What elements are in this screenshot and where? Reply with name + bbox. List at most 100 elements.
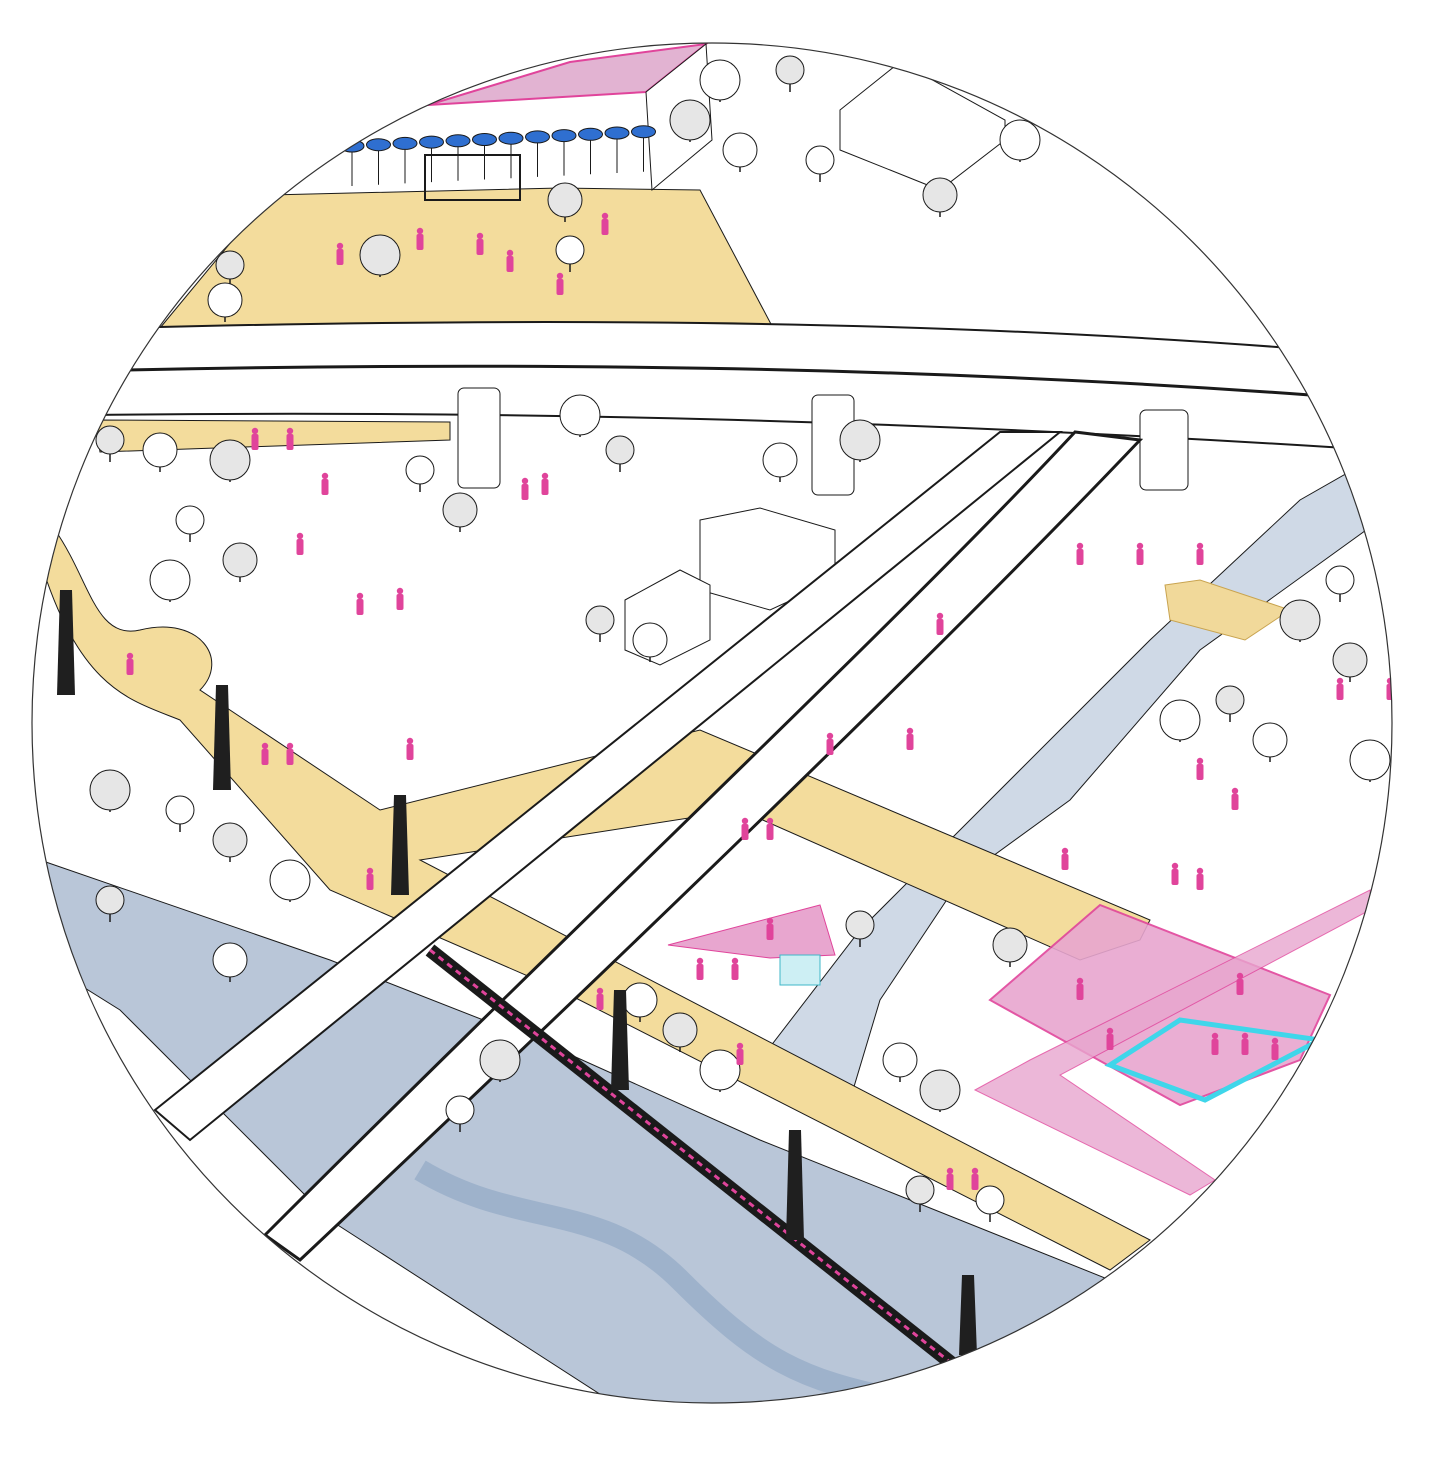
tree-canopy (1215, 685, 1245, 715)
power-pylon (611, 990, 629, 1090)
person-body (731, 964, 739, 980)
person-head (356, 592, 364, 600)
tree-canopy (722, 132, 758, 168)
person-body (356, 599, 364, 615)
person-body (1196, 874, 1204, 890)
person-head (1196, 757, 1204, 765)
person-body (1061, 854, 1069, 870)
person-body (251, 434, 259, 450)
person-head (1231, 787, 1239, 795)
person-head (766, 917, 774, 925)
person-head (556, 272, 564, 280)
person-body (286, 434, 294, 450)
tree-canopy (142, 432, 178, 468)
person-head (1061, 847, 1069, 855)
tree-canopy (669, 99, 711, 141)
person-body (946, 1174, 954, 1190)
person-head (296, 532, 304, 540)
person-body (1106, 1034, 1114, 1050)
power-pylon (959, 1275, 977, 1355)
person-head (521, 477, 529, 485)
tree-canopy (405, 455, 435, 485)
person-head (736, 1042, 744, 1050)
umbrella-canopy (604, 126, 630, 140)
person-head (261, 742, 269, 750)
umbrella-canopy (445, 134, 471, 148)
tree-canopy (209, 439, 251, 481)
person-head (601, 212, 609, 220)
person-head (1136, 542, 1144, 550)
tree-canopy (445, 1095, 475, 1125)
railway-rail-accent (429, 948, 961, 1372)
umbrella-canopy (578, 127, 603, 141)
person-head (766, 817, 774, 825)
person-head (1211, 1032, 1219, 1040)
person-head (1106, 1027, 1114, 1035)
person-head (541, 472, 549, 480)
person-head (321, 472, 329, 480)
tree-canopy (1252, 722, 1288, 758)
person-body (1196, 549, 1204, 565)
tree-canopy (95, 425, 125, 455)
person-body (826, 739, 834, 755)
person-body (396, 594, 404, 610)
person-body (321, 479, 329, 495)
power-pylons (57, 590, 977, 1355)
tree-canopy (165, 795, 195, 825)
person-body (741, 824, 749, 840)
umbrella-canopy (551, 129, 577, 143)
umbrella-canopy (419, 135, 444, 149)
power-pylon (57, 590, 75, 695)
person-head (936, 612, 944, 620)
person-body (1336, 684, 1344, 700)
person-body (736, 1049, 744, 1065)
tree-canopy (559, 394, 601, 436)
person-body (406, 744, 414, 760)
person-head (1336, 677, 1344, 685)
person-body (126, 659, 134, 675)
person-head (1076, 542, 1084, 550)
person-head (126, 652, 134, 660)
person-body (1236, 979, 1244, 995)
person-body (971, 1174, 979, 1190)
person-head (366, 867, 374, 875)
person-body (1231, 794, 1239, 810)
tree-canopy (775, 55, 805, 85)
person-body (336, 249, 344, 265)
person-head (1241, 1032, 1249, 1040)
person-head (476, 232, 484, 240)
tree-canopy (149, 559, 191, 601)
person-head (1271, 1037, 1279, 1045)
person-head (696, 957, 704, 965)
person-head (741, 817, 749, 825)
person-head (1196, 867, 1204, 875)
river-stream (414, 1160, 903, 1403)
person-body (521, 484, 529, 500)
person-head (506, 249, 514, 257)
person-head (406, 737, 414, 745)
person-body (696, 964, 704, 980)
tree-canopy (95, 885, 125, 915)
tree-canopy (919, 1069, 961, 1111)
tree-canopy (905, 1175, 935, 1205)
person-body (1271, 1044, 1279, 1060)
person-body (1076, 549, 1084, 565)
person-head (251, 427, 259, 435)
tree-canopy (207, 282, 243, 318)
power-pylon (391, 795, 409, 895)
person-body (416, 234, 424, 250)
people (126, 212, 1392, 1190)
person-head (1196, 542, 1204, 550)
umbrella-canopy (498, 131, 524, 145)
person-body (1136, 549, 1144, 565)
person-head (396, 587, 404, 595)
person-head (286, 742, 294, 750)
tree-canopy (922, 177, 958, 213)
power-pylon (786, 1130, 804, 1240)
glass-pavilion (779, 954, 821, 986)
person-body (476, 239, 484, 255)
highway-pier (1139, 409, 1189, 491)
tree-canopy (805, 145, 835, 175)
